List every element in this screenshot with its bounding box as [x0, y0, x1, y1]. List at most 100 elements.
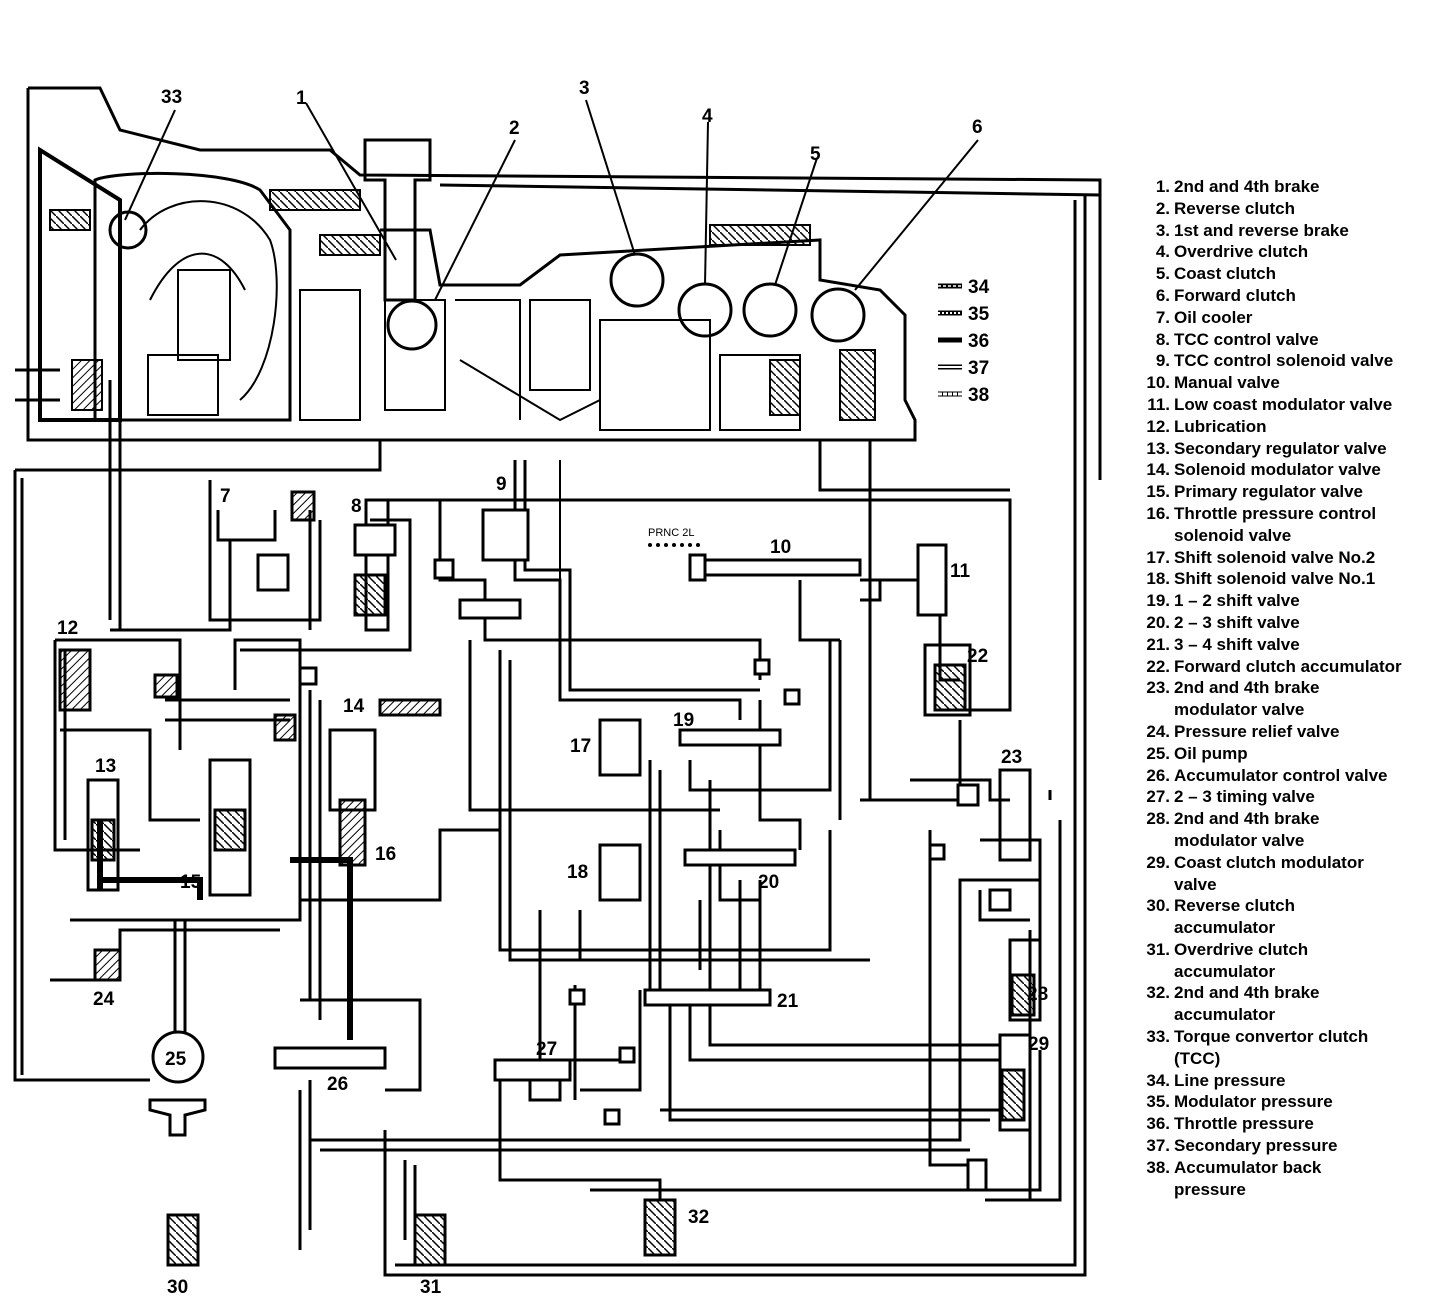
- callout-19: 19: [673, 710, 694, 731]
- pattern-35-label: 35: [968, 304, 990, 325]
- legend-number: 29.: [1146, 852, 1170, 872]
- pattern-accumulator-back-pressure: 38: [938, 385, 989, 406]
- legend-item: 36.Throttle pressure: [1126, 1113, 1426, 1135]
- transmission-housing: [15, 86, 1102, 480]
- legend-text: Solenoid modulator valve: [1174, 460, 1381, 480]
- legend-number: [1126, 525, 1170, 547]
- legend-item: 19.1 – 2 shift valve: [1126, 590, 1426, 612]
- legend-text: 3 – 4 shift valve: [1174, 634, 1300, 654]
- legend-text: TCC control solenoid valve: [1174, 351, 1394, 371]
- legend-text: 2nd and 4th brake: [1174, 983, 1320, 1003]
- legend-text: 1st and reverse brake: [1174, 220, 1349, 240]
- pattern-throttle-pressure: 36: [938, 331, 989, 352]
- legend-text: Coast clutch modulator: [1174, 852, 1364, 872]
- legend-item: 35.Modulator pressure: [1126, 1091, 1426, 1113]
- legend-number: 20.: [1146, 612, 1170, 632]
- legend-text: Throttle pressure: [1174, 1114, 1314, 1134]
- legend-item: 37.Secondary pressure: [1126, 1135, 1426, 1157]
- pressure-pattern-key: 34 35 36 37 38: [938, 277, 990, 406]
- legend-number: [1126, 917, 1170, 939]
- legend-number: 7.: [1155, 307, 1170, 327]
- selector-position-label: PRNC 2L: [648, 527, 694, 539]
- legend-number: 1.: [1155, 177, 1170, 196]
- legend-item: 38.Accumulator back: [1126, 1157, 1426, 1179]
- pattern-line-pressure: 34: [938, 277, 990, 298]
- legend-text: pressure: [1174, 1179, 1246, 1199]
- legend-text: 2 – 3 shift valve: [1174, 612, 1300, 632]
- legend-item: modulator valve: [1126, 830, 1426, 852]
- callout-16: 16: [375, 844, 396, 865]
- legend-item: pressure: [1126, 1179, 1426, 1201]
- legend-item: 28.2nd and 4th brake: [1126, 808, 1426, 830]
- legend-number: [1126, 874, 1170, 896]
- legend-number: [1126, 1179, 1170, 1201]
- legend-item: 13.Secondary regulator valve: [1126, 438, 1426, 460]
- legend-number: 22.: [1146, 656, 1170, 676]
- legend-number: 23.: [1146, 678, 1170, 698]
- legend-text: Shift solenoid valve No.1: [1174, 569, 1376, 589]
- legend-text: Secondary regulator valve: [1174, 438, 1387, 458]
- callout-labels: 1 2 3 4 5 6 7 8 9 10 11 12 13 14 15 16 1…: [57, 78, 1049, 1298]
- legend-number: 18.: [1146, 569, 1170, 589]
- hydraulic-lines: [13, 183, 1102, 1277]
- legend-item: 16.Throttle pressure control: [1126, 503, 1426, 525]
- legend-text: 2nd and 4th brake: [1174, 678, 1320, 698]
- callout-14: 14: [343, 696, 365, 717]
- legend-text: Forward clutch: [1174, 285, 1296, 305]
- legend-text: modulator valve: [1174, 830, 1305, 850]
- legend-text: Low coast modulator valve: [1174, 394, 1393, 414]
- callout-31: 31: [420, 1277, 442, 1298]
- legend-number: 26.: [1146, 765, 1170, 785]
- legend-item: 6.Forward clutch: [1126, 285, 1426, 307]
- legend-number: [1126, 961, 1170, 983]
- legend-text: 2nd and 4th brake: [1174, 809, 1320, 829]
- legend-text: accumulator: [1174, 1005, 1276, 1025]
- legend-item: 31.Overdrive clutch: [1126, 939, 1426, 961]
- callout-1: 1: [296, 88, 307, 109]
- legend-item: 10.Manual valve: [1126, 372, 1426, 394]
- callout-29: 29: [1028, 1034, 1049, 1055]
- callout-18: 18: [567, 862, 588, 883]
- callout-23: 23: [1001, 747, 1022, 768]
- legend-text: Throttle pressure control: [1174, 503, 1377, 523]
- legend-number: 16.: [1146, 503, 1170, 523]
- legend-item: modulator valve: [1126, 699, 1426, 721]
- leader-lines: [124, 99, 979, 301]
- legend-item: 17.Shift solenoid valve No.2: [1126, 547, 1426, 569]
- pattern-secondary-pressure: 37: [938, 358, 989, 379]
- legend-number: 17.: [1146, 547, 1170, 567]
- legend-number: 13.: [1146, 438, 1170, 458]
- legend-number: 9.: [1155, 351, 1170, 371]
- legend-number: 19.: [1146, 591, 1170, 611]
- callout-10: 10: [770, 537, 791, 558]
- legend-number: 2.: [1155, 198, 1170, 218]
- legend-text: Oil cooler: [1174, 307, 1253, 327]
- legend-number: 24.: [1146, 721, 1170, 741]
- callout-17: 17: [570, 736, 591, 757]
- legend-text: Accumulator control valve: [1174, 765, 1388, 785]
- selector-position-dots: [648, 543, 700, 547]
- legend-number: 30.: [1146, 896, 1170, 916]
- legend-number: 28.: [1146, 809, 1170, 829]
- legend-item: 3.1st and reverse brake: [1126, 220, 1426, 242]
- legend-number: 8.: [1155, 329, 1170, 349]
- legend-text: Secondary pressure: [1174, 1136, 1338, 1156]
- legend-item: 12.Lubrication: [1126, 416, 1426, 438]
- legend-text: Coast clutch: [1174, 264, 1277, 284]
- legend-text: Torque convertor clutch: [1174, 1027, 1369, 1047]
- legend-item: 15.Primary regulator valve: [1126, 481, 1426, 503]
- legend-number: [1126, 1048, 1170, 1070]
- legend-text: 1 – 2 shift valve: [1174, 591, 1300, 611]
- legend-text: Manual valve: [1174, 373, 1280, 393]
- legend-item: 11.Low coast modulator valve: [1126, 394, 1426, 416]
- callout-4: 4: [702, 106, 713, 127]
- callout-12: 12: [57, 618, 78, 639]
- legend-text: Lubrication: [1174, 416, 1267, 436]
- callout-25: 25: [165, 1049, 187, 1070]
- legend-text: Primary regulator valve: [1174, 482, 1363, 502]
- pattern-modulator-pressure: 35: [938, 304, 990, 325]
- legend-number: 21.: [1146, 634, 1170, 654]
- callout-7: 7: [220, 486, 231, 507]
- legend-item: 24.Pressure relief valve: [1126, 721, 1426, 743]
